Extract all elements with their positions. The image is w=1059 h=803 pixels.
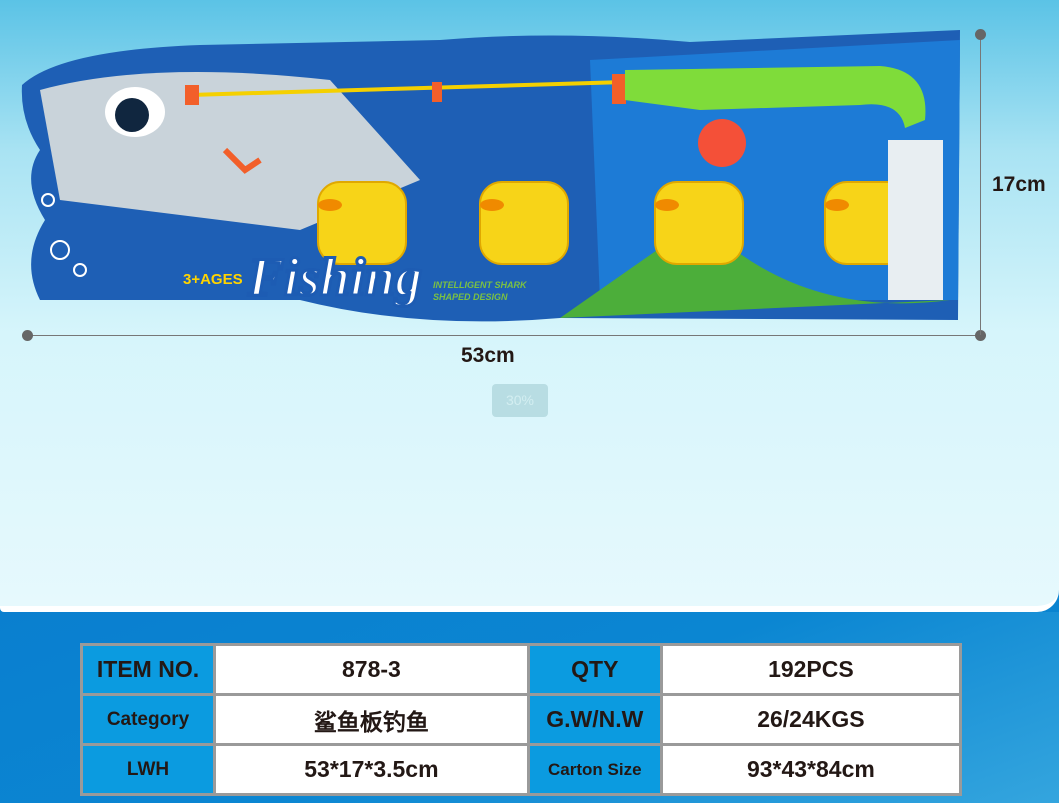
weight-label: G.W/N.W (526, 693, 663, 746)
qty-label: QTY (526, 643, 663, 696)
category-label: Category (80, 693, 216, 746)
item-no-label: ITEM NO. (80, 643, 216, 696)
table-row: Category 鲨鱼板钓鱼 G.W/N.W 26/24KGS (80, 693, 963, 746)
carton-value: 93*43*84cm (659, 743, 963, 796)
dimension-dot (975, 29, 986, 40)
brand-title: Fishing (247, 247, 422, 307)
table-row: ITEM NO. 878-3 QTY 192PCS (80, 643, 963, 696)
item-no-value: 878-3 (213, 643, 530, 696)
category-value: 鲨鱼板钓鱼 (213, 693, 530, 746)
table-row: LWH 53*17*3.5cm Carton Size 93*43*84cm (80, 743, 963, 796)
carton-label: Carton Size (526, 743, 663, 796)
dimension-dot (22, 330, 33, 341)
tagline-2: SHAPED DESIGN (433, 292, 508, 302)
height-label: 17cm (992, 173, 1046, 196)
age-label: 3+AGES (183, 271, 243, 288)
lwh-value: 53*17*3.5cm (213, 743, 530, 796)
lwh-label: LWH (80, 743, 216, 796)
spec-table: ITEM NO. 878-3 QTY 192PCS Category 鲨鱼板钓鱼… (80, 643, 963, 796)
qty-value: 192PCS (659, 643, 963, 696)
weight-value: 26/24KGS (659, 693, 963, 746)
height-dimension-line (980, 34, 981, 335)
dimension-dot (975, 330, 986, 341)
product-image: 3+AGES Fishing INTELLIGENT SHARK SHAPED … (21, 30, 961, 322)
width-label: 53cm (461, 344, 515, 367)
zoom-badge: 30% (492, 384, 548, 417)
width-dimension-line (28, 335, 981, 336)
tagline-1: INTELLIGENT SHARK (433, 280, 528, 290)
